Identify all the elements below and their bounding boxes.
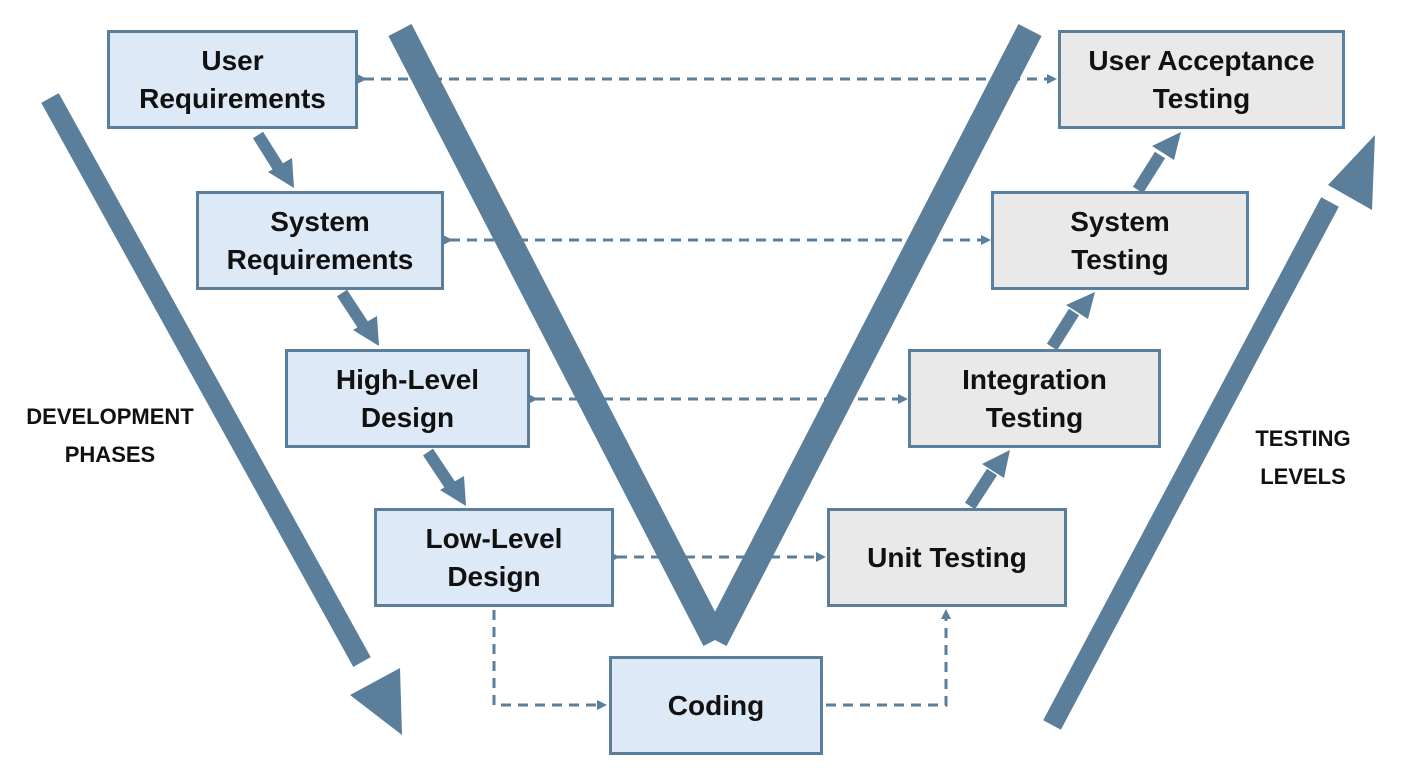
box-text-line: High-Level: [335, 363, 480, 395]
flow-arrow-dev-1-shaft: [252, 131, 286, 174]
box-text-line: Requirements: [226, 243, 414, 275]
integration-testing-box: Integration Testing: [908, 349, 1161, 448]
flow-arrow-dev-2-shaft: [336, 289, 371, 332]
box-text-line: Low-Level: [425, 522, 563, 554]
unit-testing-box: Unit Testing: [827, 508, 1067, 607]
label-line: LEVELS: [1260, 464, 1346, 489]
flow-arrow-dev-1-head: [268, 158, 294, 188]
high-level-design-box: High-Level Design: [285, 349, 530, 448]
box-text-line: Unit Testing: [867, 541, 1027, 573]
label-line: DEVELOPMENT: [26, 404, 194, 429]
box-text-line: User: [201, 44, 264, 76]
system-testing-box: System Testing: [991, 191, 1249, 290]
box-text-line: Design: [447, 560, 541, 592]
dashed-link-design-to-coding: [492, 610, 607, 710]
flow-arrow-dev-3-shaft: [423, 448, 457, 492]
flow-arrow-test-2-head: [1066, 292, 1095, 319]
flow-arrow-test-3-head: [1152, 132, 1181, 160]
user-acceptance-testing-box: User Acceptance Testing: [1058, 30, 1345, 129]
development-phases-label: DEVELOPMENT PHASES: [0, 398, 220, 474]
box-text-line: Requirements: [139, 82, 326, 114]
flow-arrow-test-2-shaft: [1046, 308, 1080, 351]
box-text-line: Integration: [962, 363, 1107, 395]
label-line: TESTING: [1255, 426, 1351, 451]
testing-levels-label: TESTING LEVELS: [1228, 420, 1378, 496]
box-text-line: System: [1070, 205, 1170, 237]
box-text-line: Coding: [667, 689, 765, 721]
user-requirements-box: User Requirements: [107, 30, 358, 129]
v-shape-right-stroke: [703, 24, 1042, 646]
box-text-line: Design: [360, 401, 455, 433]
system-requirements-box: System Requirements: [196, 191, 444, 290]
box-text-line: Testing: [985, 401, 1084, 433]
development-arrow-shaft: [41, 93, 371, 667]
v-shape-left-stroke: [388, 24, 727, 646]
box-text-line: System: [270, 205, 370, 237]
box-text-line: Testing: [1152, 82, 1251, 114]
flow-arrow-test-1-head: [982, 450, 1010, 478]
testing-arrow-head: [1328, 135, 1375, 210]
label-line: PHASES: [64, 442, 156, 467]
flow-arrow-dev-3-head: [440, 476, 466, 506]
coding-box: Coding: [609, 656, 823, 755]
development-arrow-head: [350, 668, 402, 735]
low-level-design-box: Low-Level Design: [374, 508, 614, 607]
dashed-link-coding-to-unit-testing: [826, 609, 951, 707]
flow-arrow-test-3-shaft: [1132, 151, 1166, 194]
testing-arrow-shaft: [1043, 197, 1339, 730]
flow-arrow-dev-2-head: [353, 316, 379, 346]
box-text-line: Testing: [1071, 243, 1169, 275]
flow-arrow-test-1-shaft: [964, 468, 998, 510]
box-text-line: User Acceptance: [1088, 44, 1315, 76]
